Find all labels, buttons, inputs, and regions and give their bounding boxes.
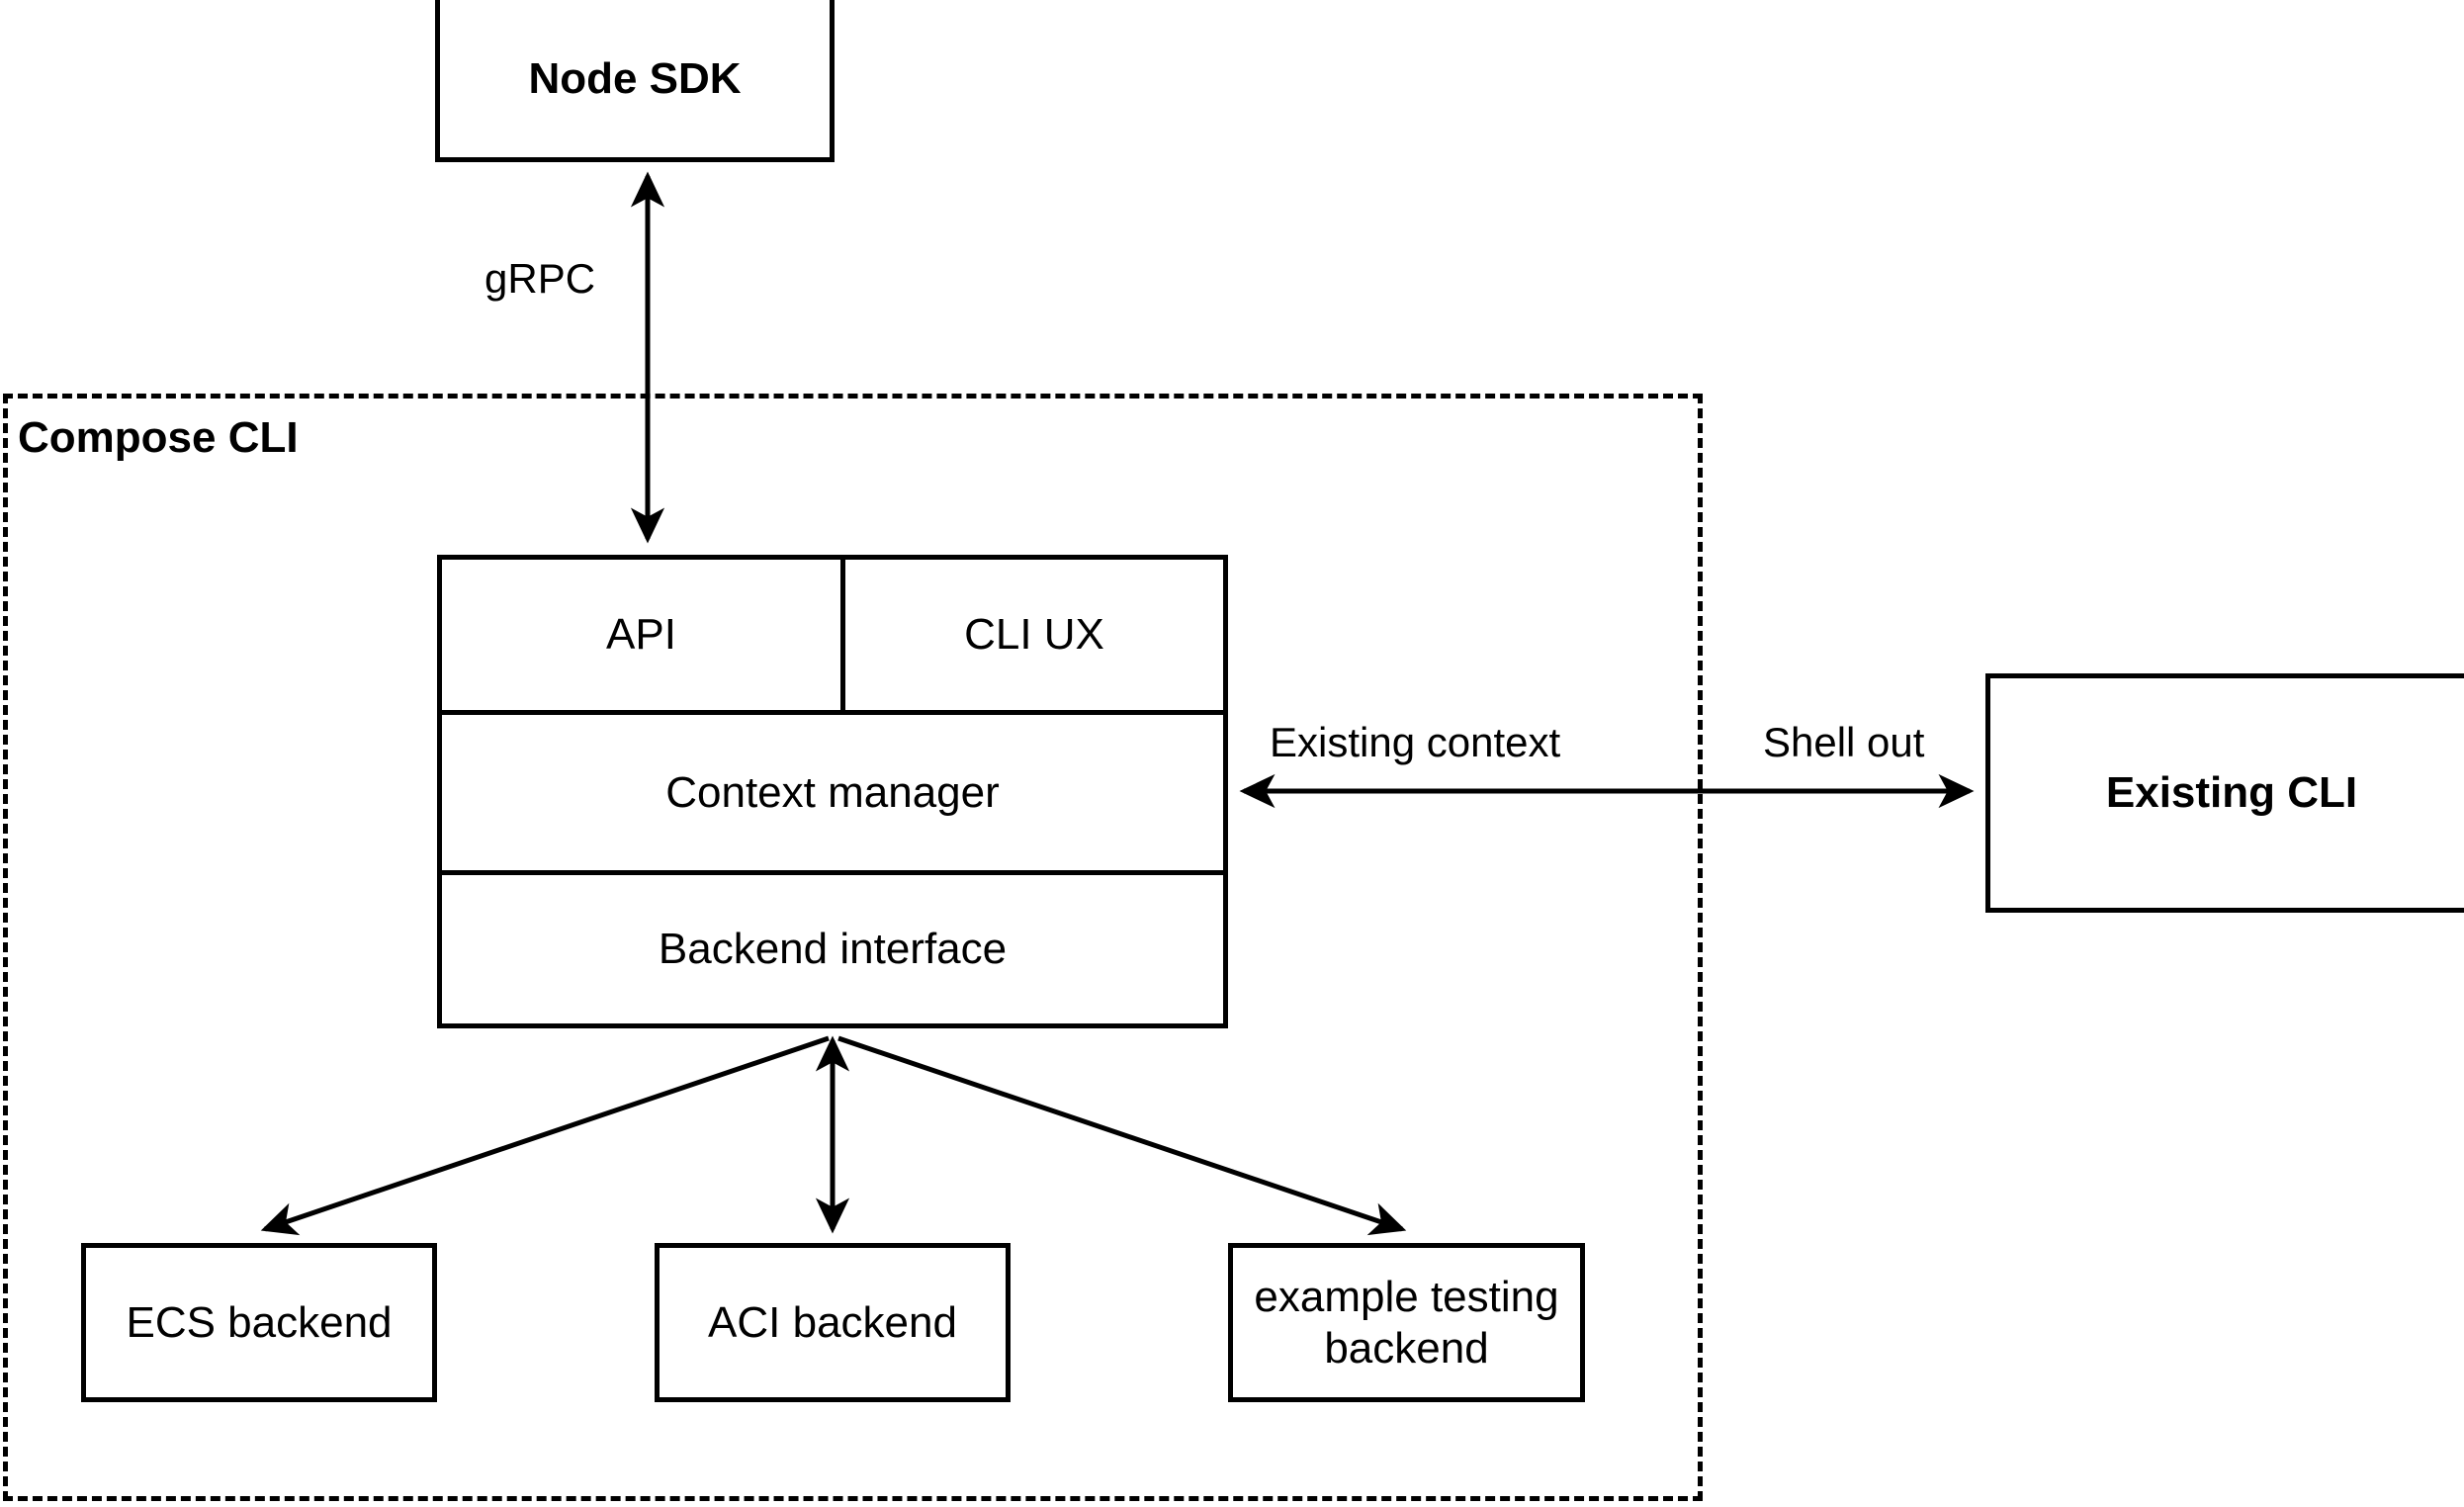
api-label: API — [606, 610, 676, 659]
node-sdk-box[interactable]: Node SDK — [435, 0, 835, 162]
stack-cell-cli-ux[interactable]: CLI UX — [845, 560, 1223, 710]
ecs-backend-box[interactable]: ECS backend — [81, 1243, 437, 1402]
existing-context-edge-label: Existing context — [1270, 719, 1561, 765]
stack-cell-api[interactable]: API — [442, 560, 845, 710]
node-sdk-label: Node SDK — [528, 53, 742, 103]
cli-ux-label: CLI UX — [964, 610, 1104, 659]
context-manager-label: Context manager — [665, 767, 1000, 817]
shell-out-edge-label: Shell out — [1763, 719, 1925, 765]
example-testing-backend-box[interactable]: example testing backend — [1228, 1243, 1585, 1402]
example-testing-backend-label: example testing backend — [1254, 1272, 1559, 1373]
stack-row-api-cliux: API CLI UX — [442, 560, 1223, 715]
compose-cli-boundary — [3, 394, 1703, 1501]
stack-cell-backend-interface[interactable]: Backend interface — [442, 875, 1223, 1023]
aci-backend-label: ACI backend — [708, 1297, 957, 1347]
compose-cli-core-stack: API CLI UX Context manager Backend inter… — [437, 555, 1228, 1028]
compose-cli-title: Compose CLI — [18, 413, 299, 462]
stack-cell-context-manager[interactable]: Context manager — [442, 715, 1223, 875]
aci-backend-box[interactable]: ACI backend — [655, 1243, 1011, 1402]
backend-interface-label: Backend interface — [658, 925, 1008, 973]
existing-cli-label: Existing CLI — [2105, 768, 2358, 818]
existing-cli-box[interactable]: Existing CLI — [1985, 673, 2464, 913]
grpc-edge-label: gRPC — [484, 255, 596, 302]
ecs-backend-label: ECS backend — [126, 1297, 393, 1347]
